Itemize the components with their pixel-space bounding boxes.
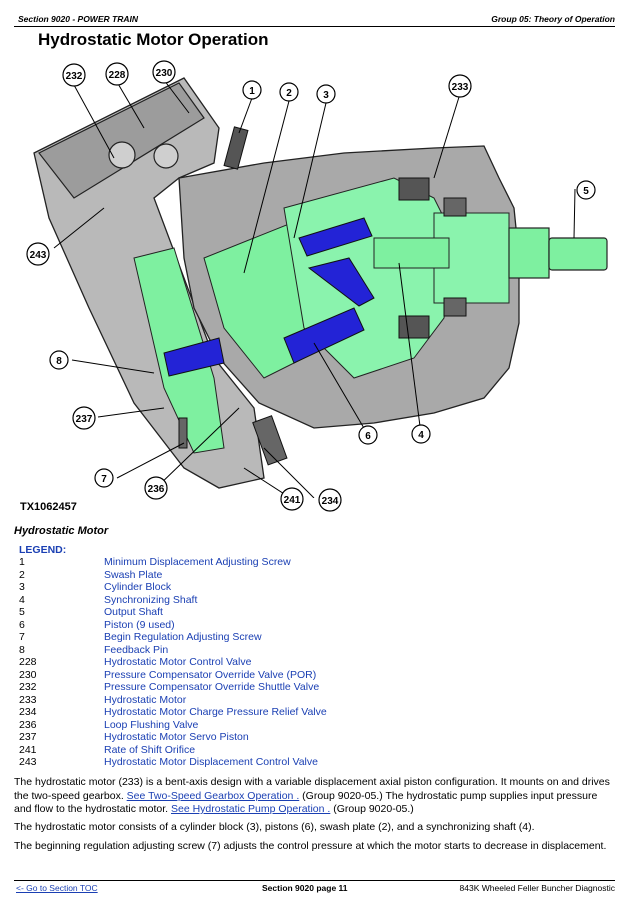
footer-divider [14,880,615,881]
synchronizing-link [307,257,375,307]
figure-caption: Hydrostatic Motor [14,525,109,537]
paragraph-intro: The hydrostatic motor (233) is a bent-ax… [14,776,610,815]
paragraph-components: The hydrostatic motor consists of a cyli… [14,821,535,833]
bearing-top-2 [443,197,467,217]
bearing-top [398,177,430,201]
group-label: Group 05: Theory of Operation [491,14,615,24]
section-toc-link[interactable]: <- Go to Section TOC [16,883,98,893]
output-shaft-collar [508,227,550,279]
legend-title: LEGEND: [19,544,67,556]
figure-id: TX1062457 [20,501,77,513]
hydrostatic-motor-diagram [33,77,608,498]
document-title: 843K Wheeled Feller Buncher Diagnostic [459,883,615,893]
piston-lower [283,307,365,364]
gearbox-operation-link[interactable]: See Two-Speed Gearbox Operation . [126,789,300,802]
valve-bolt-2 [153,143,179,169]
bearing-bottom-2 [443,297,467,317]
paragraph-regulation: The beginning regulation adjusting screw… [14,840,607,852]
bearing-bottom [398,315,430,339]
page-number: Section 9020 page 11 [262,883,348,893]
page-title: Hydrostatic Motor Operation [38,30,269,49]
valve-bolt-1 [108,141,136,169]
section-label: Section 9020 - POWER TRAIN [18,14,138,24]
servo-piston-blue [163,337,225,377]
output-shaft [548,237,608,271]
page-header: Section 9020 - POWER TRAIN Group 05: The… [14,12,615,26]
pump-operation-link[interactable]: See Hydrostatic Pump Operation . [171,803,331,815]
begin-regulation-screw [178,417,188,449]
valve-cap [38,82,205,199]
piston-upper [298,217,373,257]
synchronizing-shaft [373,237,450,269]
header-divider [14,26,615,27]
min-displacement-screw [223,126,249,170]
